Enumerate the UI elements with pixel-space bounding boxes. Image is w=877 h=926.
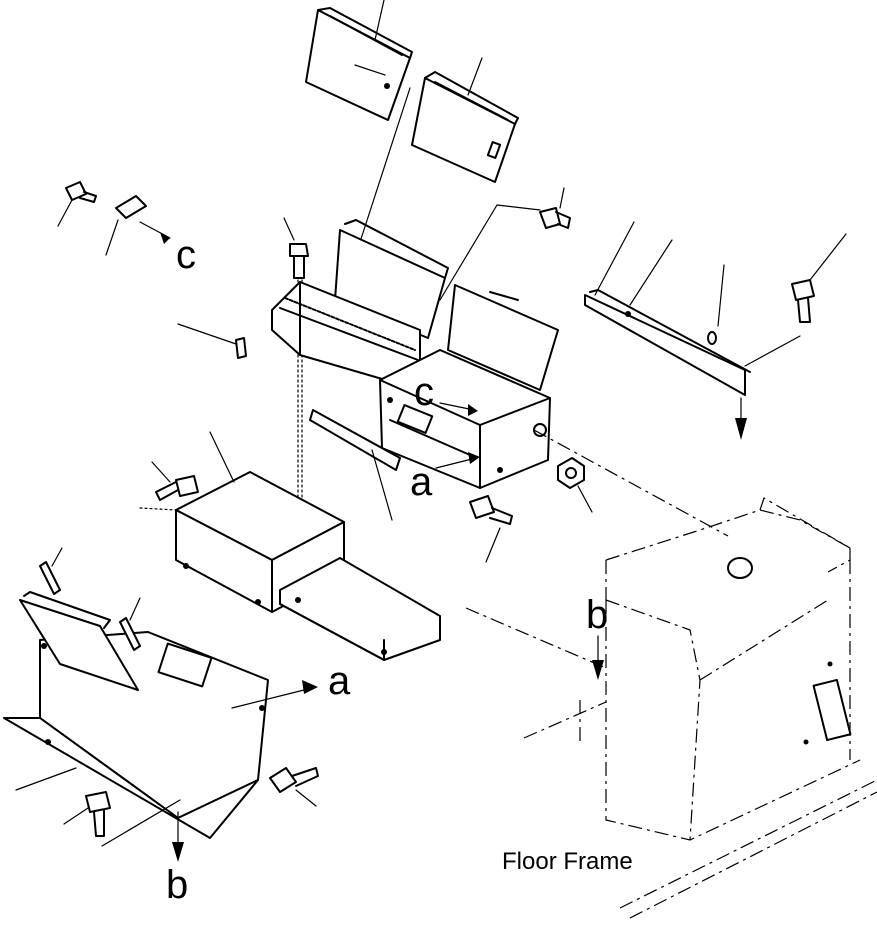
leader-line xyxy=(439,204,498,301)
alignment-line xyxy=(465,607,607,669)
alignment-line xyxy=(523,701,607,739)
bolt-upper-left xyxy=(57,181,97,227)
main-box-assembly xyxy=(271,219,559,521)
callout-b-right: b xyxy=(586,593,608,637)
top-cover-plate-right xyxy=(411,71,519,183)
leader-line xyxy=(359,87,411,243)
clip-cover-left xyxy=(39,547,63,595)
bracket-rail xyxy=(584,221,751,440)
bolt-lower-box xyxy=(139,461,199,511)
floor-frame-label: Floor Frame xyxy=(502,848,633,875)
leader-line xyxy=(496,204,541,211)
clip-cover-right xyxy=(119,597,141,651)
lower-floor-plate xyxy=(279,557,441,661)
callout-c-top: c xyxy=(176,233,196,277)
floor-frame-console xyxy=(605,497,877,919)
bolt-cover-bottom xyxy=(63,791,111,837)
top-cover-plate-left xyxy=(305,7,413,121)
callout-a-mid: a xyxy=(410,460,433,504)
leader-line xyxy=(467,57,483,96)
callout-c-mid: c xyxy=(414,370,434,414)
bolt-cover-right xyxy=(269,767,319,807)
bolt-far-right xyxy=(744,233,847,367)
callout-b-bottom: b xyxy=(166,863,188,907)
nut-right xyxy=(557,457,593,513)
front-cover xyxy=(3,631,269,847)
alignment-line xyxy=(533,429,729,537)
bolt-box-top xyxy=(283,217,309,603)
clip-upper-left xyxy=(105,195,171,256)
small-plate xyxy=(177,323,247,359)
leader-line xyxy=(374,0,385,41)
bolt-under-box xyxy=(469,495,513,563)
bolt-top-center xyxy=(539,187,571,229)
arrow-a-lower xyxy=(231,687,313,709)
callout-a-lower: a xyxy=(328,659,351,703)
front-cover-flap xyxy=(19,591,139,691)
